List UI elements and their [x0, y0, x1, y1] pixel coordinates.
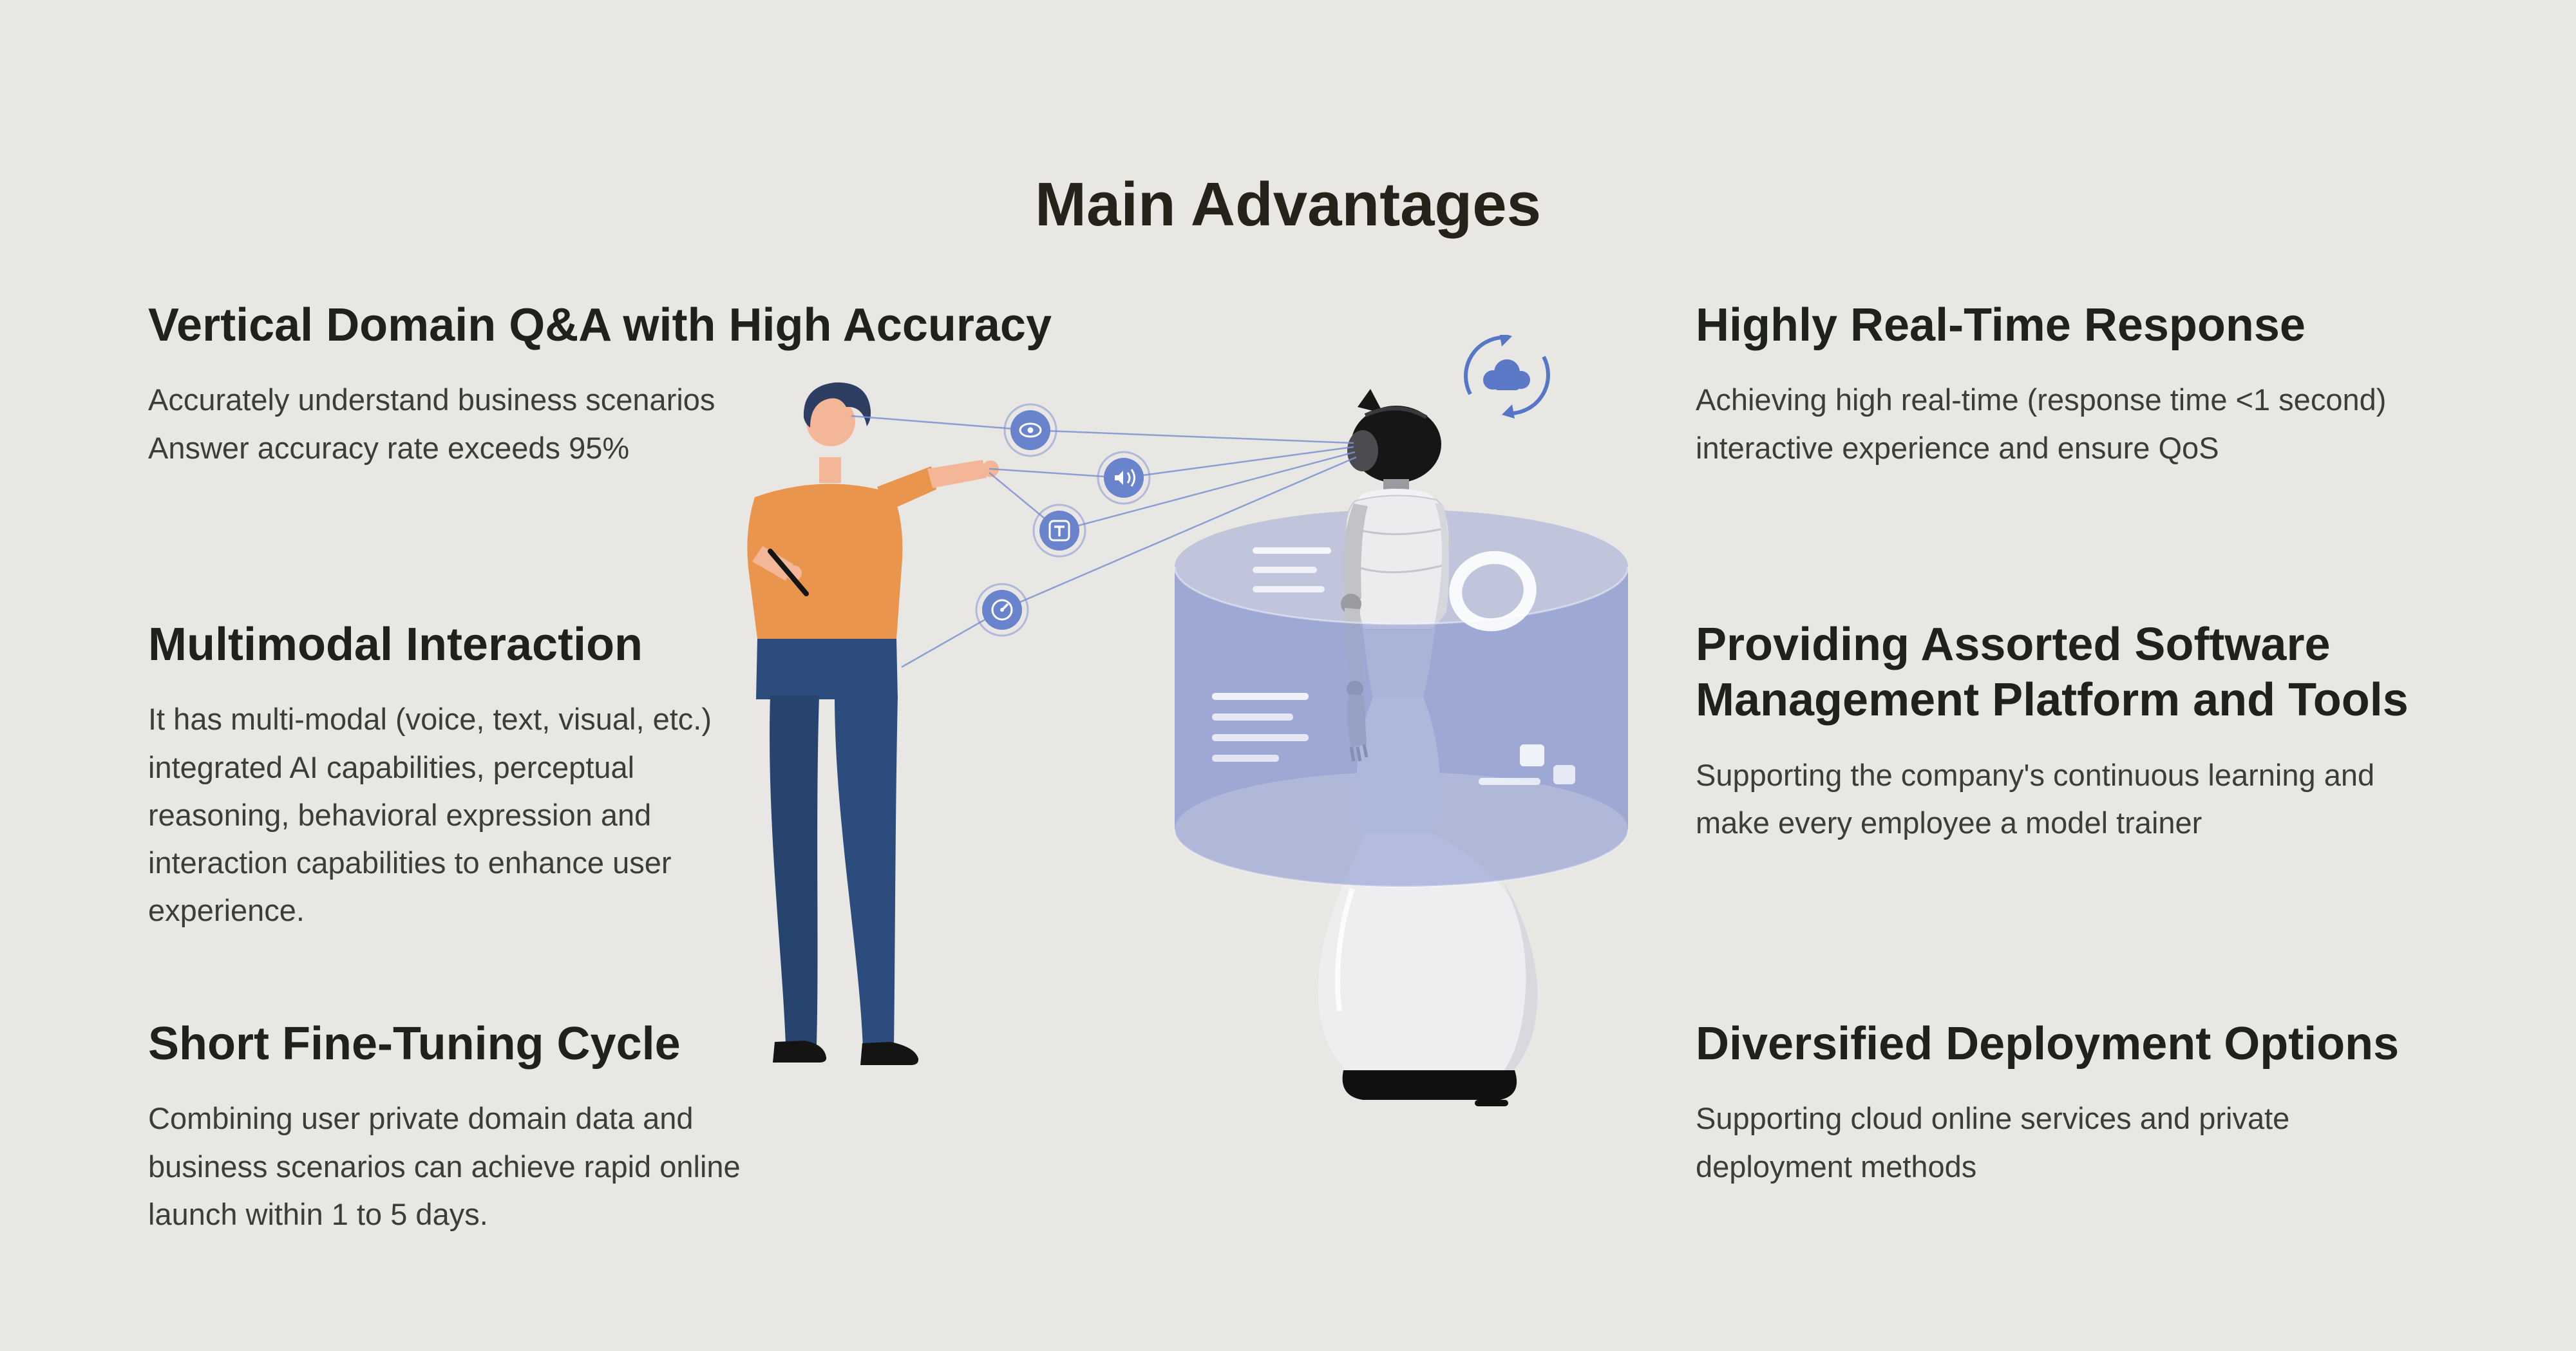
advantage-body: Supporting cloud online services and pri…	[1696, 1101, 2290, 1184]
advantage-body: Accurately understand business scenarios…	[148, 383, 715, 465]
gauge-icon	[975, 583, 1029, 637]
connector-lines	[851, 415, 1357, 668]
advantage-section-software-platform: Providing Assorted Software Management P…	[1696, 617, 2576, 847]
page-title: Main Advantages	[1035, 170, 1541, 240]
ui-panel-donut	[1449, 551, 1537, 632]
advantage-section-vertical-domain-qa: Vertical Domain Q&A with High Accuracy A…	[148, 298, 1153, 472]
ui-panel-squares	[1479, 744, 1575, 785]
person-illustration	[747, 382, 999, 1065]
advantage-title: Vertical Domain Q&A with High Accuracy	[148, 299, 1052, 351]
ui-panel-lines-bottom	[1212, 693, 1309, 762]
advantage-body: Supporting the company's continuous lear…	[1696, 757, 2375, 840]
advantage-body: Achieving high real-time (response time …	[1696, 383, 2387, 465]
eye-icon	[1003, 403, 1057, 457]
cloud-sync-icon	[1464, 335, 1550, 419]
advantage-body: It has multi-modal (voice, text, visual,…	[148, 702, 712, 928]
advantage-section-real-time-response: Highly Real-Time Response Achieving high…	[1696, 298, 2576, 472]
advantage-body: Combining user private domain data and b…	[148, 1101, 741, 1231]
advantage-title: Diversified Deployment Options	[1696, 1018, 2400, 1070]
text-icon	[1032, 504, 1086, 558]
ui-panel-lines-top	[1253, 547, 1331, 592]
hologram-ring-front	[1173, 566, 1629, 888]
advantage-section-deployment-options: Diversified Deployment Options Supportin…	[1696, 1016, 2576, 1191]
advantage-title: Short Fine-Tuning Cycle	[148, 1018, 681, 1070]
advantage-title: Highly Real-Time Response	[1696, 299, 2306, 351]
advantage-title: Multimodal Interaction	[148, 619, 643, 670]
advantage-title: Providing Assorted Software Management P…	[1696, 619, 2409, 726]
illustration	[747, 335, 1629, 1106]
advantage-section-multimodal-interaction: Multimodal Interaction It has multi-moda…	[148, 617, 1153, 935]
audio-icon	[1097, 451, 1151, 505]
advantage-section-short-fine-tuning-cycle: Short Fine-Tuning Cycle Combining user p…	[148, 1016, 1153, 1238]
